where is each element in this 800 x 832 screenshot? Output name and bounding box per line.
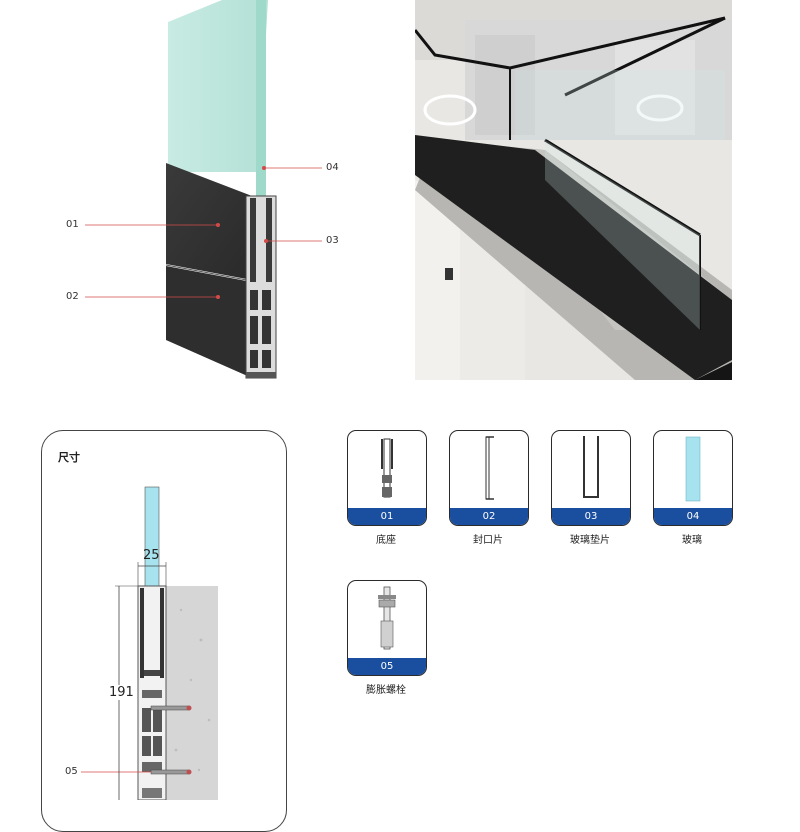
part-name-04: 玻璃	[682, 535, 702, 546]
glass-panel	[168, 0, 268, 172]
expansion-bolt-icon	[378, 586, 396, 650]
part-number-04: 04	[654, 508, 732, 525]
part-name-02: 封口片	[473, 535, 503, 546]
cover-strip-icon	[485, 436, 494, 500]
part-number-02: 02	[450, 508, 528, 525]
part-card-01: 01	[347, 430, 427, 526]
bolt-callout: 05	[65, 766, 78, 777]
product-render-svg	[85, 0, 322, 379]
section-drawing: 25 191 05	[41, 470, 285, 801]
part-card-03: 03	[551, 430, 631, 526]
callout-01: 01	[66, 219, 79, 230]
callout-02: 02	[66, 291, 79, 302]
part-name-03: 玻璃垫片	[570, 535, 610, 546]
part-card-02: 02	[449, 430, 529, 526]
part-name-01: 底座	[376, 535, 396, 546]
installation-photo	[415, 0, 732, 380]
section-drawing-svg	[81, 486, 218, 801]
callout-03: 03	[326, 235, 339, 246]
callout-04: 04	[326, 162, 339, 173]
product-render: 04 01 03 02	[0, 0, 400, 390]
base-profile-icon	[381, 438, 393, 498]
glass-edge	[256, 0, 266, 278]
width-dimension-label: 25	[143, 548, 160, 563]
part-number-05: 05	[348, 658, 426, 675]
height-dimension-label: 191	[109, 685, 134, 700]
dimension-title: 尺寸	[58, 451, 80, 464]
part-card-05: 05	[347, 580, 427, 676]
staircase-photo-svg	[415, 0, 732, 380]
part-number-01: 01	[348, 508, 426, 525]
glass-gasket-icon	[583, 436, 599, 498]
part-number-03: 03	[552, 508, 630, 525]
profile-lower-face	[166, 266, 252, 378]
part-name-05: 膨胀螺栓	[366, 685, 406, 696]
glass-panel-icon	[685, 436, 701, 502]
profile-upper-face	[166, 163, 252, 280]
part-card-04: 04	[653, 430, 733, 526]
